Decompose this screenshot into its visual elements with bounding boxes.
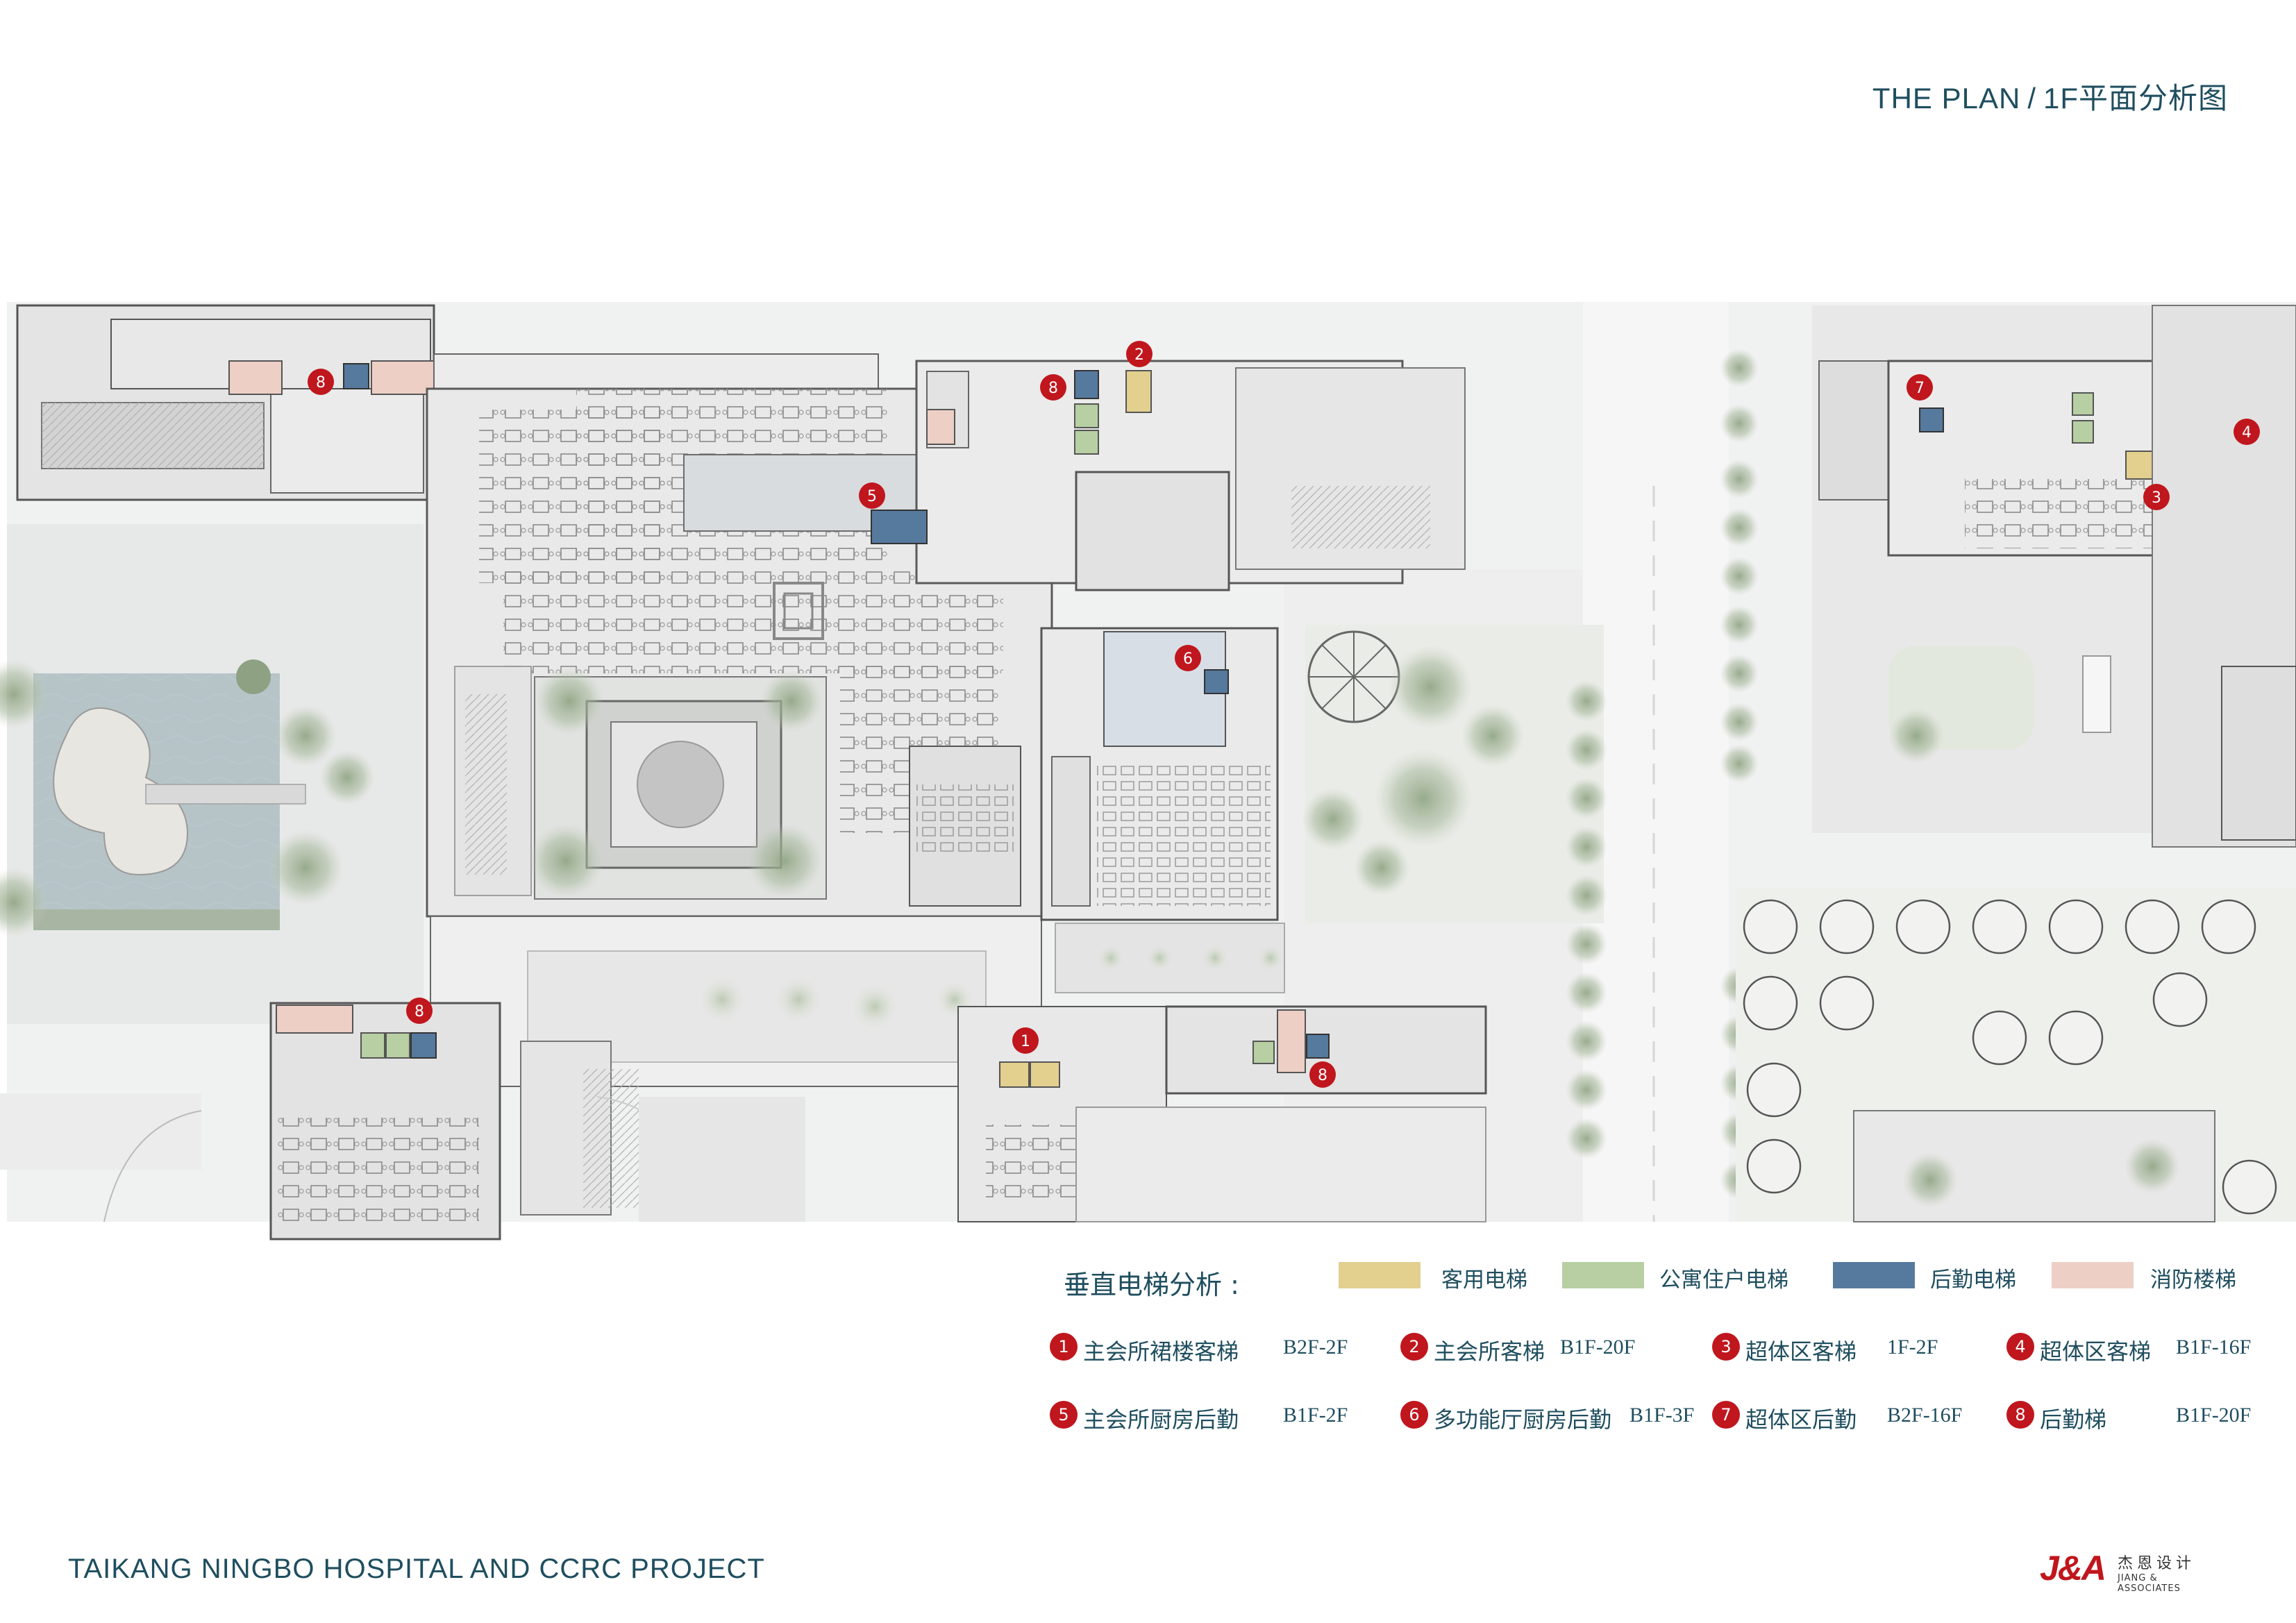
swatch-guest-label: 客用电梯 bbox=[1441, 1268, 1527, 1293]
elevator-number: 1 bbox=[1050, 1333, 1078, 1361]
plan-marker-7[interactable]: 7 bbox=[1907, 374, 1933, 401]
elevator-name: 主会所裙楼客梯 bbox=[1083, 1338, 1239, 1365]
page-title: THE PLAN/1F平面分析图 bbox=[1872, 75, 2228, 117]
elevator-name: 主会所客梯 bbox=[1434, 1338, 1545, 1365]
svg-text:8: 8 bbox=[1048, 380, 1058, 397]
plan-marker-8[interactable]: 8 bbox=[1040, 374, 1066, 401]
plan-marker-4[interactable]: 4 bbox=[2234, 419, 2260, 445]
plan-marker-1[interactable]: 1 bbox=[1012, 1027, 1039, 1054]
elevator-name: 超体区客梯 bbox=[2040, 1338, 2152, 1365]
swatch-guest-color bbox=[1339, 1262, 1421, 1288]
plan-markers: 1 2 3 4 5 6 7 8 8 8 8 bbox=[308, 341, 2260, 1088]
svg-text:3: 3 bbox=[2152, 489, 2161, 507]
elevator-range: B1F-16F bbox=[2176, 1336, 2252, 1359]
svg-text:6: 6 bbox=[1183, 650, 1193, 668]
elevator-number: 4 bbox=[2006, 1333, 2034, 1361]
swatch-residence-color bbox=[1562, 1262, 1644, 1288]
logo-mark: J&A bbox=[2040, 1549, 2106, 1588]
plan-marker-3[interactable]: 3 bbox=[2143, 484, 2170, 510]
page-title-en: THE PLAN bbox=[1872, 82, 2021, 115]
elevator-number: 3 bbox=[1712, 1333, 1740, 1361]
elevator-name: 后勤梯 bbox=[2040, 1406, 2107, 1433]
logo-chinese-name: 杰恩设计 bbox=[2118, 1555, 2196, 1572]
plan-marker-8[interactable]: 8 bbox=[308, 369, 334, 395]
elevator-range: B2F-2F bbox=[1283, 1336, 1348, 1359]
elevator-name: 多功能厅厨房后勤 bbox=[1434, 1406, 1612, 1433]
elevator-range: B1F-3F bbox=[1629, 1404, 1695, 1427]
elevator-number: 7 bbox=[1712, 1401, 1740, 1429]
page-title-cn: 1F平面分析图 bbox=[2043, 82, 2228, 115]
elevator-number: 6 bbox=[1400, 1401, 1428, 1429]
swatch-fire-label: 消防楼梯 bbox=[2150, 1268, 2236, 1293]
svg-text:5: 5 bbox=[867, 488, 877, 505]
elevator-number: 5 bbox=[1050, 1401, 1078, 1429]
swatch-residence-label: 公寓住户电梯 bbox=[1659, 1268, 1788, 1293]
company-logo: J&A 杰恩设计 JIANG & ASSOCIATES bbox=[2040, 1548, 2220, 1594]
elevator-range: B1F-20F bbox=[2176, 1404, 2252, 1427]
svg-text:8: 8 bbox=[414, 1003, 424, 1020]
elevator-name: 超体区客梯 bbox=[1745, 1338, 1857, 1365]
svg-text:8: 8 bbox=[316, 374, 326, 392]
elevator-range: B1F-2F bbox=[1283, 1404, 1348, 1427]
plan-marker-8[interactable]: 8 bbox=[406, 998, 433, 1024]
legend-heading: 垂直电梯分析 : bbox=[1064, 1270, 1239, 1300]
plan-marker-2[interactable]: 2 bbox=[1126, 341, 1153, 367]
logo-english-name: JIANG & ASSOCIATES bbox=[2118, 1573, 2181, 1594]
swatch-service-color bbox=[1833, 1262, 1915, 1288]
swatch-service-label: 后勤电梯 bbox=[1930, 1268, 2016, 1293]
svg-text:7: 7 bbox=[1915, 380, 1925, 397]
elevator-range: B2F-16F bbox=[1887, 1404, 1963, 1427]
project-name: TAIKANG NINGBO HOSPITAL AND CCRC PROJECT bbox=[68, 1554, 765, 1584]
svg-text:4: 4 bbox=[2242, 424, 2252, 442]
svg-text:8: 8 bbox=[1318, 1067, 1327, 1084]
plan-marker-6[interactable]: 6 bbox=[1175, 645, 1201, 671]
elevator-name: 超体区后勤 bbox=[1745, 1406, 1857, 1433]
swatch-fire-color bbox=[2052, 1262, 2134, 1288]
svg-text:1: 1 bbox=[1021, 1033, 1030, 1050]
plan-marker-5[interactable]: 5 bbox=[859, 482, 885, 509]
elevator-number: 2 bbox=[1400, 1333, 1428, 1361]
elevator-range: B1F-20F bbox=[1560, 1336, 1636, 1359]
elevator-number: 8 bbox=[2006, 1401, 2034, 1429]
page-title-separator: / bbox=[2027, 82, 2036, 115]
svg-text:2: 2 bbox=[1134, 346, 1144, 364]
elevator-range: 1F-2F bbox=[1887, 1336, 1938, 1359]
plan-marker-8[interactable]: 8 bbox=[1309, 1061, 1336, 1088]
elevator-name: 主会所厨房后勤 bbox=[1083, 1406, 1239, 1433]
